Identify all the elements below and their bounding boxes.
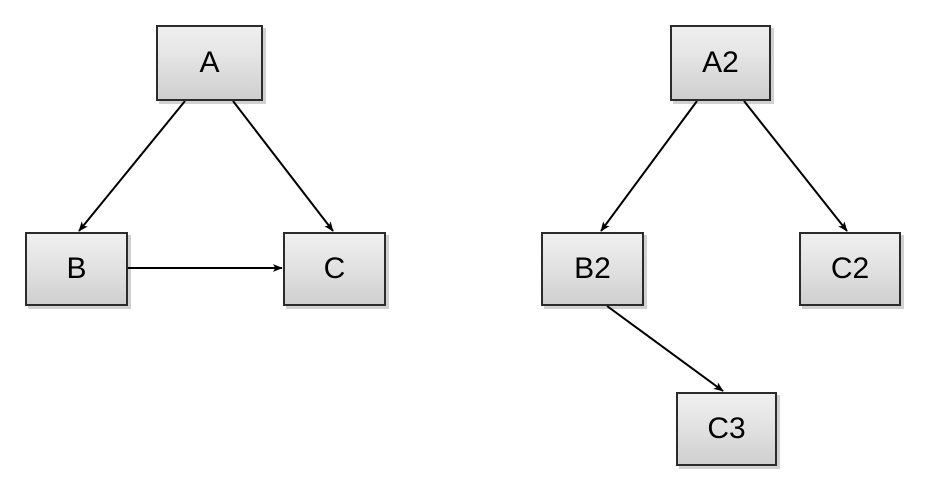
edge-a-c <box>232 100 334 232</box>
node-c2[interactable]: C2 <box>799 232 901 306</box>
edge-a2-b2 <box>600 100 698 232</box>
node-label-c3: C3 <box>707 412 746 445</box>
node-label-b2: B2 <box>574 252 611 285</box>
node-b2[interactable]: B2 <box>541 232 644 306</box>
node-b[interactable]: B <box>25 232 128 306</box>
node-label-c: C <box>323 252 346 285</box>
node-label-c2: C2 <box>830 252 870 285</box>
edge-a-b <box>78 100 186 232</box>
node-a2[interactable]: A2 <box>670 25 771 101</box>
node-label-a: A <box>199 46 220 79</box>
edge-a2-c2 <box>743 100 848 232</box>
node-a[interactable]: A <box>156 25 263 101</box>
edge-b2-c3 <box>606 305 724 392</box>
node-label-b: B <box>66 252 87 285</box>
node-label-a2: A2 <box>702 46 739 79</box>
node-c3[interactable]: C3 <box>676 392 777 466</box>
node-c[interactable]: C <box>283 232 386 306</box>
